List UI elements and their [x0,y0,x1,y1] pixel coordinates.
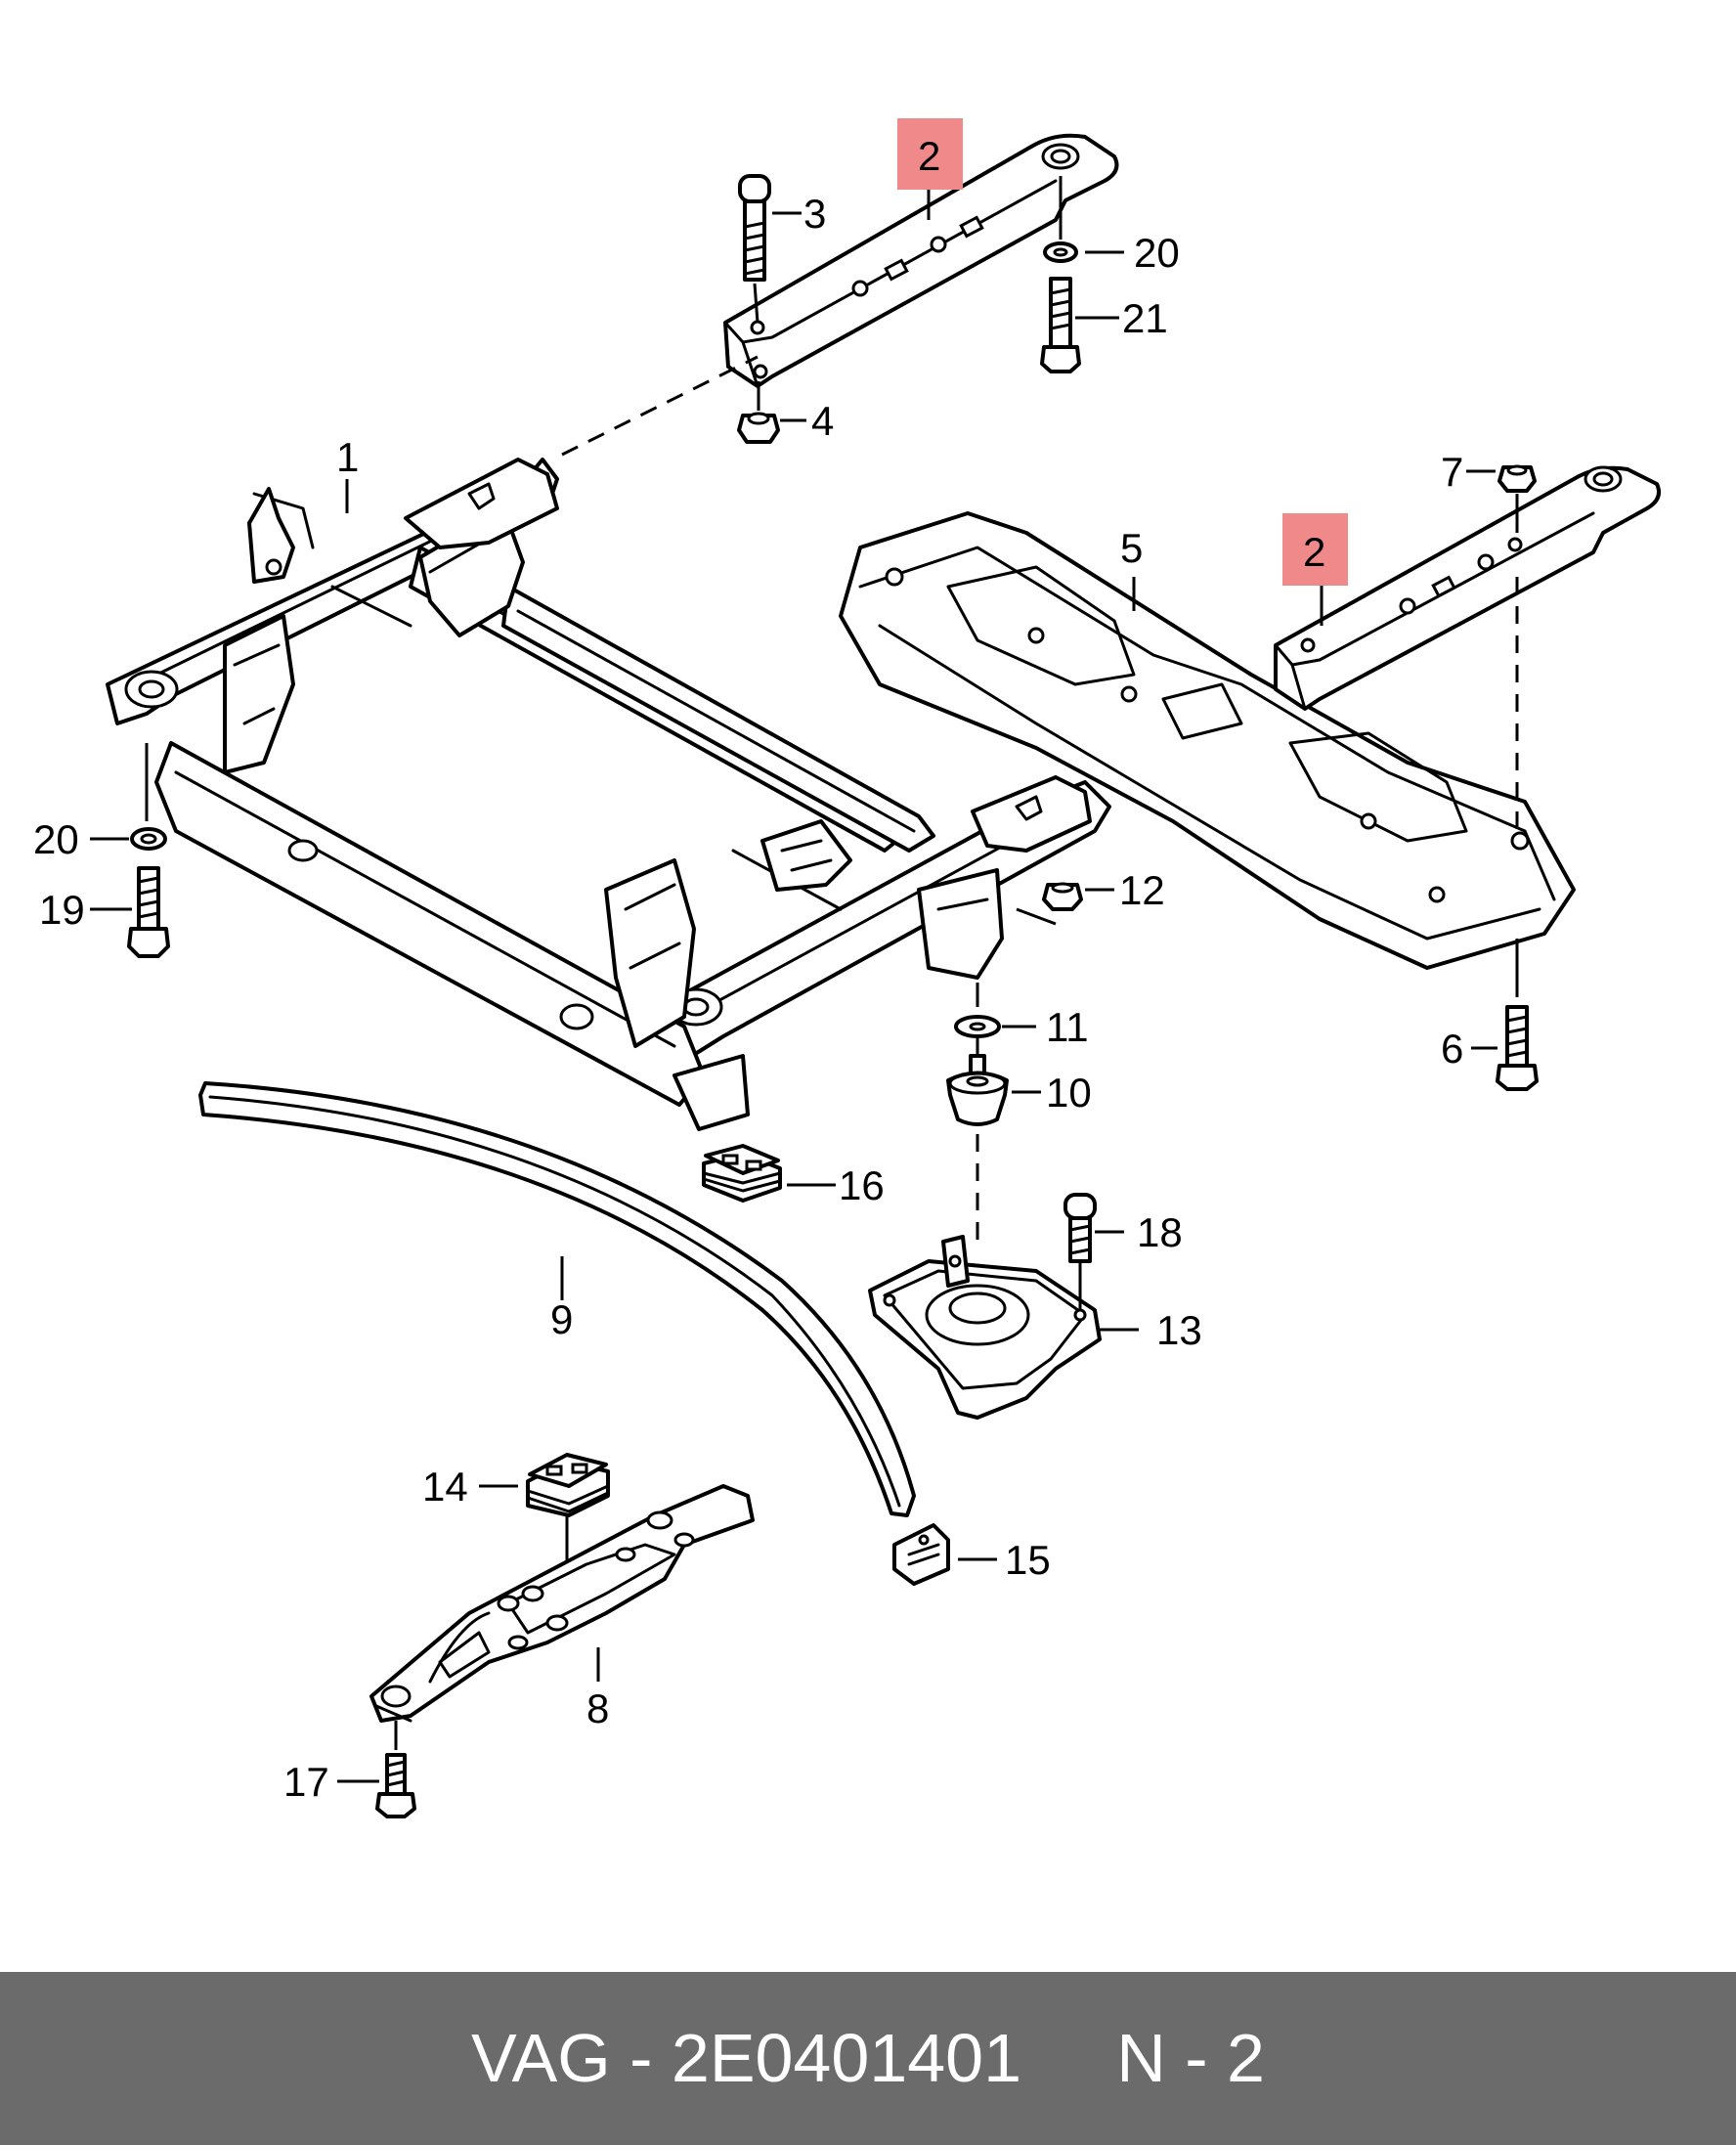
exploded-parts-diagram: 1 2 2 3 4 5 6 7 8 9 10 11 12 13 14 15 16… [33,118,1661,1818]
callout-8: 8 [586,1685,609,1731]
part-17-bolt [375,1721,416,1818]
callout-16: 16 [839,1162,885,1208]
callout-17: 17 [283,1759,329,1805]
part-9-curved-strip [198,1081,916,1517]
part-19-bolt [127,866,170,958]
callout-20-lower: 20 [33,816,79,862]
part-2-upper-bracket [723,133,1119,388]
part-8-lower-plate [369,1484,755,1723]
part-10-rubber-bush [946,1038,1009,1126]
callout-12: 12 [1119,867,1165,913]
callout-14: 14 [422,1464,468,1510]
callout-10: 10 [1046,1070,1092,1116]
callout-20-upper: 20 [1134,230,1180,276]
part-20-lower-washer [130,743,167,851]
callout-2-right: 2 [1303,529,1325,575]
callout-6: 6 [1441,1026,1463,1072]
part-18-bolt [1063,1193,1097,1310]
part-3-bolt [738,174,771,324]
callout-15: 15 [1005,1537,1051,1583]
callout-9: 9 [550,1296,573,1342]
callout-4: 4 [811,398,834,444]
callout-21: 21 [1122,295,1168,341]
highlight-box-right [1282,513,1348,586]
footer-bar: VAG - 2E0401401 N - 2 [0,1972,1736,2145]
part-7-nut [1497,464,1537,533]
part-12-nut [1016,882,1083,926]
part-number-caption: VAG - 2E0401401 N - 2 [471,2020,1265,2096]
callout-11: 11 [1046,1004,1089,1050]
callout-5: 5 [1120,525,1143,571]
callout-labels: 1 2 2 3 4 5 6 7 8 9 10 11 12 13 14 15 16… [33,133,1463,1805]
part-1-subframe [106,458,1111,1131]
part-11-washer [954,983,1001,1038]
part-15-bracket [892,1523,950,1586]
part-20-upper-washer [1043,176,1078,263]
part-16-rubber-buffer [702,1144,782,1203]
highlight-box-upper [897,118,963,190]
callout-2-upper: 2 [918,133,940,179]
part-5-cross-beam [839,511,1576,970]
callout-3: 3 [803,191,826,237]
callout-7: 7 [1441,449,1463,495]
callout-13: 13 [1156,1307,1202,1353]
part-13-engine-mount [868,1235,1102,1420]
callout-18: 18 [1137,1209,1183,1255]
part-4-nut [737,381,780,444]
leader-lines [90,161,1497,1783]
part-14-rubber-buffer [526,1453,610,1574]
part-6-bolt [1496,939,1539,1091]
callout-1: 1 [336,434,359,480]
part-21-bolt [1040,277,1081,373]
part-2-right-bracket [1274,465,1661,711]
callout-19: 19 [39,887,85,933]
